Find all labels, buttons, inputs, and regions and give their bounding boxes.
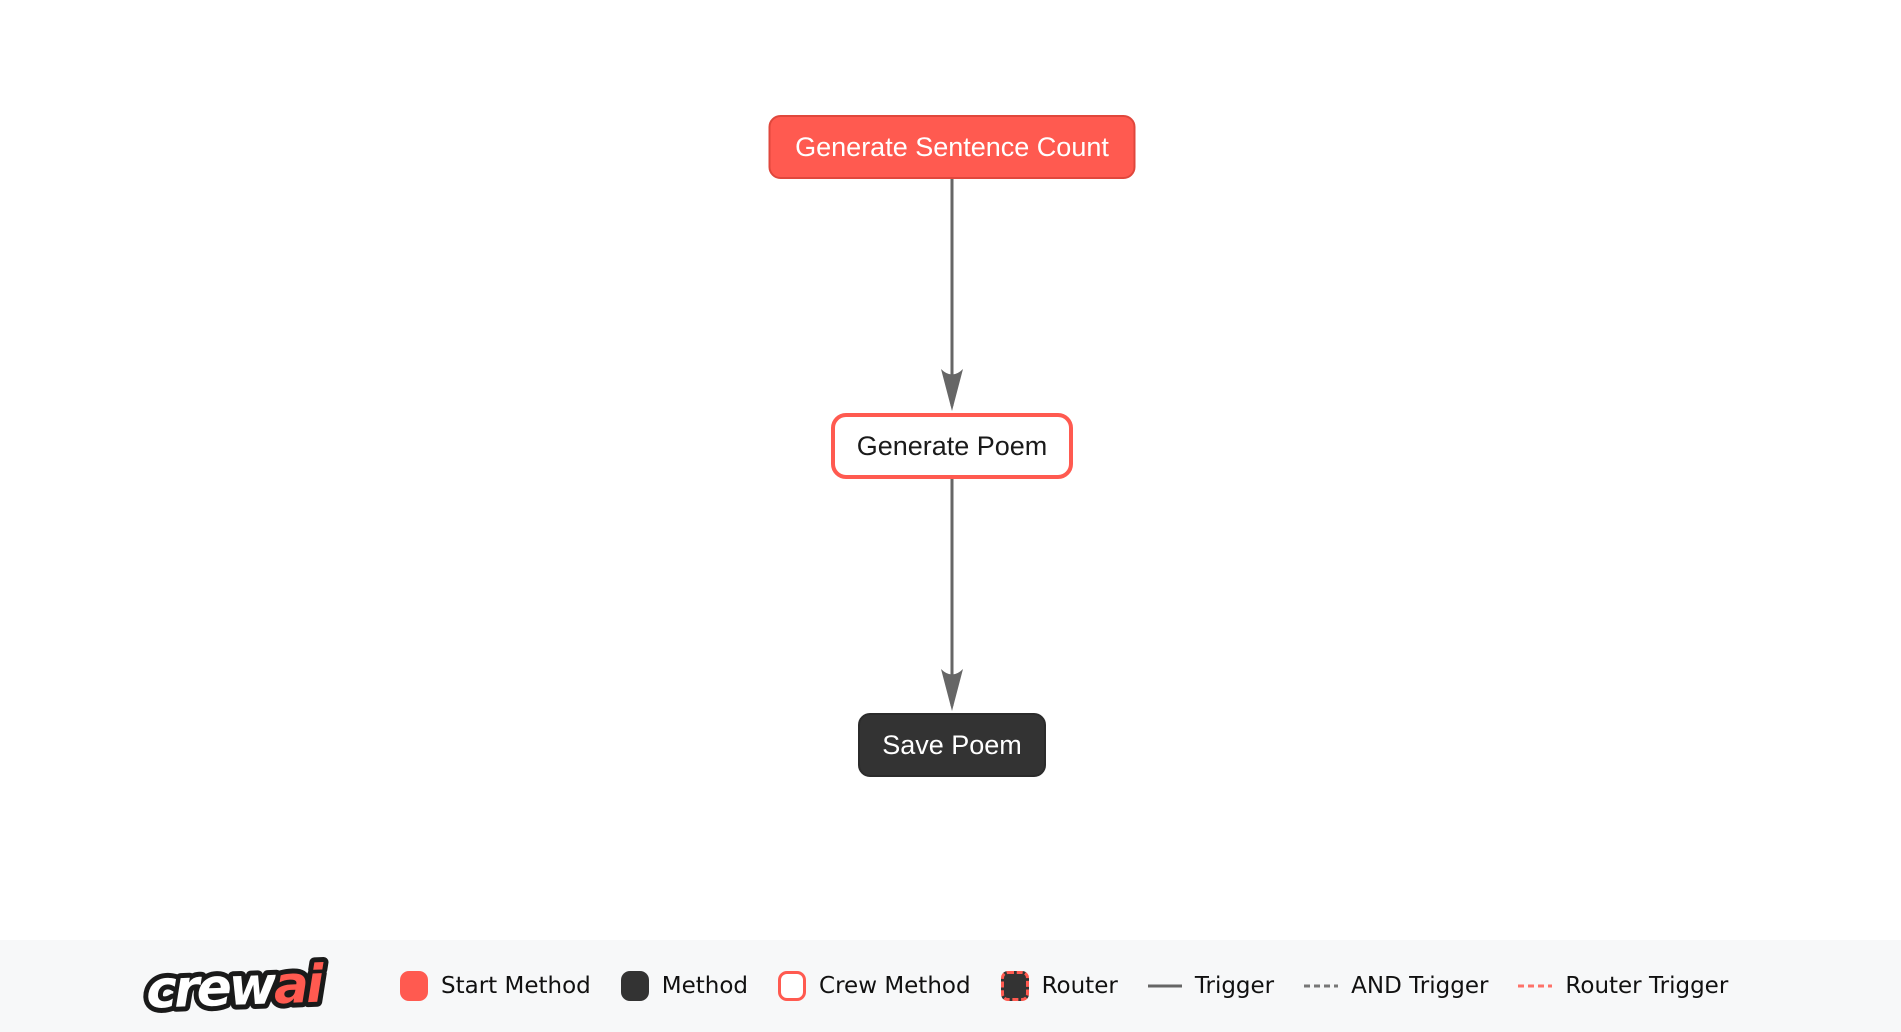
crewai-logo: crewai <box>140 950 368 1026</box>
node-save-poem[interactable]: Save Poem <box>858 713 1046 777</box>
legend-bar: crewai Start Method Method Crew Method R… <box>0 940 1901 1032</box>
edge-start-to-crew <box>941 179 963 411</box>
router-trigger-line-icon <box>1518 982 1553 990</box>
logo-text-ai: ai <box>273 955 326 1017</box>
flow-canvas[interactable]: Generate Sentence Count Generate Poem Sa… <box>0 0 1901 940</box>
edge-crew-to-method <box>941 479 963 711</box>
node-generate-sentence-count[interactable]: Generate Sentence Count <box>768 115 1136 179</box>
crew-method-swatch-icon <box>778 971 807 1001</box>
node-generate-poem[interactable]: Generate Poem <box>831 413 1073 479</box>
legend-item-label: Method <box>661 973 749 999</box>
and-trigger-line-icon <box>1304 982 1339 990</box>
legend-item-label: AND Trigger <box>1351 973 1489 999</box>
legend-item-start-method: Start Method <box>400 971 591 1001</box>
legend-item-router-trigger: Router Trigger <box>1518 973 1728 999</box>
legend-item-label: Router <box>1041 973 1118 999</box>
start-method-swatch-icon <box>400 971 428 1001</box>
trigger-line-icon <box>1147 982 1182 990</box>
legend-item-label: Router Trigger <box>1565 973 1729 999</box>
arrowhead-icon <box>941 669 963 711</box>
legend-item-label: Start Method <box>441 973 591 999</box>
legend-item-router: Router <box>1000 971 1118 1001</box>
legend-item-label: Crew Method <box>819 973 971 999</box>
legend-item-and-trigger: AND Trigger <box>1304 973 1488 999</box>
legend-item-trigger: Trigger <box>1147 973 1275 999</box>
legend-item-crew-method: Crew Method <box>778 971 971 1001</box>
legend-item-method: Method <box>620 971 749 1001</box>
method-swatch-icon <box>620 971 649 1001</box>
legend-item-label: Trigger <box>1194 973 1275 999</box>
router-swatch-icon <box>1000 971 1029 1001</box>
logo-text-crew: crew <box>145 956 279 1021</box>
legend-items: Start Method Method Crew Method Router T… <box>400 971 1728 1001</box>
svg-text:crewai: crewai <box>145 955 326 1021</box>
arrowhead-icon <box>941 369 963 411</box>
